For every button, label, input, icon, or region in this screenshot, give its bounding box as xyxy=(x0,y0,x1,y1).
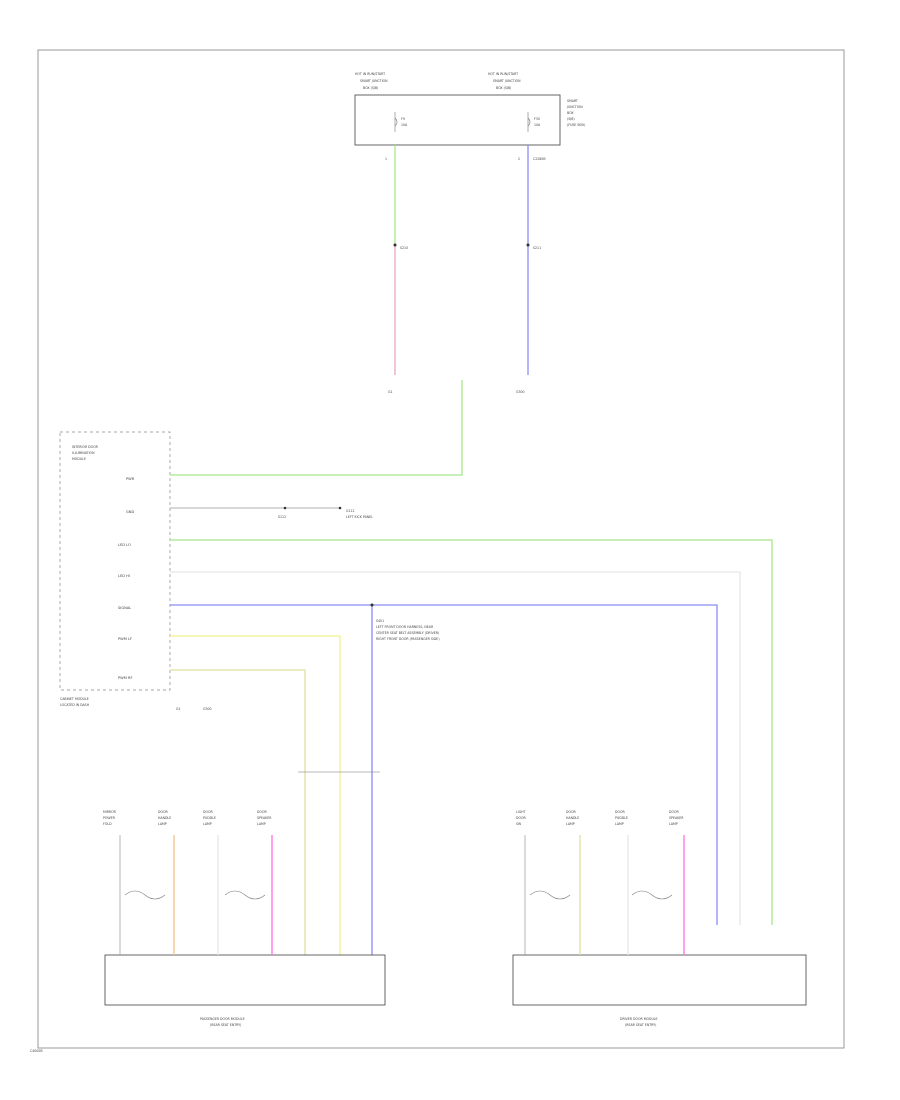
splice-note-line1: S401 xyxy=(376,619,384,623)
wire-pwm-lf-yellow xyxy=(170,635,341,955)
module-title-line2: ILLUMINATION xyxy=(72,451,95,455)
right-door-module-box xyxy=(512,954,807,1006)
fuse-label-left-line2: SMART JUNCTION xyxy=(360,79,388,83)
right-switch-1 xyxy=(529,890,571,900)
right-switch-2 xyxy=(631,890,673,900)
svg-text:1: 1 xyxy=(385,157,387,161)
wire-signal-blue xyxy=(170,604,718,925)
splice-s401 xyxy=(370,603,374,607)
fuse-side-line5: (FUSE BOX) xyxy=(567,123,585,127)
left-door-connectors: MIRROR POWER FOLD DOOR HANDLE LAMP DOOR … xyxy=(103,810,272,826)
interior-module-box xyxy=(59,431,171,691)
svg-text:F9: F9 xyxy=(401,117,405,121)
module-title-line3: MODULE xyxy=(72,457,86,461)
svg-text:S112: S112 xyxy=(278,515,286,519)
pin-signal: SIGNAL xyxy=(118,606,131,610)
splice-note-line2: LEFT FRONT DOOR HARNESS, NEAR xyxy=(376,625,434,629)
wire-gnd: S112 G112 LEFT KICK PANEL xyxy=(170,506,373,519)
fuse-side-line1: SMART xyxy=(567,99,578,103)
svg-text:FOLD: FOLD xyxy=(103,822,112,826)
wire-led-hi xyxy=(170,571,741,925)
left-switch-1 xyxy=(124,890,166,900)
svg-text:DOOR: DOOR xyxy=(158,810,168,814)
svg-text:SW: SW xyxy=(516,822,522,826)
module-footer-line1: CABINET MODULE xyxy=(60,697,89,701)
module-title-line1: INTERIOR DOOR xyxy=(72,445,99,449)
svg-text:DOOR: DOOR xyxy=(257,810,267,814)
svg-text:DOOR: DOOR xyxy=(669,810,679,814)
bottom-tag-g300: G300 xyxy=(203,707,212,711)
pin-led-lo: LED LO xyxy=(118,543,131,547)
svg-text:HANDLE: HANDLE xyxy=(158,816,171,820)
svg-text:C2280B: C2280B xyxy=(533,157,546,161)
bottom-tag-g1: G1 xyxy=(176,707,181,711)
svg-text:DOOR: DOOR xyxy=(566,810,576,814)
right-door-connectors: LIGHT DOOR SW DOOR HANDLE LAMP DOOR PUDD… xyxy=(516,810,684,826)
svg-text:LIGHT: LIGHT xyxy=(516,810,526,814)
fuse-label-left-line3: BOX (SJB) xyxy=(363,86,378,90)
wire-pwm-rf-olive xyxy=(170,669,306,955)
pin-pwm-lf: PWM LF xyxy=(118,637,132,641)
svg-text:DOOR: DOOR xyxy=(516,816,526,820)
svg-text:LEFT KICK PANEL: LEFT KICK PANEL xyxy=(346,515,373,519)
svg-text:LAMP: LAMP xyxy=(158,822,167,826)
footer-code: C4000B xyxy=(30,1049,43,1053)
fuse-side-line2: JUNCTION xyxy=(566,105,583,109)
diagram-border xyxy=(37,49,845,1049)
splice-note-line3: CENTER SEAT BELT ASSEMBLY (DRIVER) xyxy=(376,631,439,635)
fuse-label-left-line1: HOT IN RUN/START xyxy=(355,72,385,76)
svg-text:POWER: POWER xyxy=(103,816,116,820)
svg-text:F30: F30 xyxy=(534,117,540,121)
left-door-title-line2: (REAR SEAT ENTRY) xyxy=(210,1023,241,1027)
svg-text:SPEAKER: SPEAKER xyxy=(257,816,272,820)
svg-text:DOOR: DOOR xyxy=(615,810,625,814)
svg-text:10A: 10A xyxy=(401,123,408,127)
left-switch-2 xyxy=(224,890,266,900)
wire-left-upper: 1 S210 G1 xyxy=(385,145,408,394)
svg-text:LAMP: LAMP xyxy=(257,822,266,826)
right-door-title-line2: (REAR SEAT ENTRY) xyxy=(625,1023,656,1027)
fuse-f9: F9 10A xyxy=(394,112,408,132)
svg-text:SPEAKER: SPEAKER xyxy=(669,816,684,820)
wire-led-lo-green xyxy=(170,539,773,925)
left-door-title-line1: PASSENGER DOOR MODULE xyxy=(200,1017,245,1021)
fuse-side-line3: BOX xyxy=(567,111,574,115)
svg-text:DOOR: DOOR xyxy=(203,810,213,814)
svg-text:LAMP: LAMP xyxy=(566,822,575,826)
svg-text:HANDLE: HANDLE xyxy=(566,816,579,820)
svg-text:10A: 10A xyxy=(534,123,541,127)
svg-text:MIRROR: MIRROR xyxy=(103,810,117,814)
svg-text:LAMP: LAMP xyxy=(203,822,212,826)
wire-right-upper: 2 C2280B S211 G300 xyxy=(516,145,546,394)
fuse-label-right-line3: BOX (SJB) xyxy=(496,86,511,90)
svg-text:LAMP: LAMP xyxy=(615,822,624,826)
left-door-module-box xyxy=(104,954,386,1006)
fuse-f30: F30 10A xyxy=(527,112,541,132)
wire-pwr-green xyxy=(170,380,463,476)
module-footer-line2: LOCATED IN DASH xyxy=(60,703,90,707)
fuse-label-right-line2: SMART JUNCTION xyxy=(493,79,521,83)
svg-text:2: 2 xyxy=(518,157,520,161)
svg-text:G1: G1 xyxy=(388,390,393,394)
svg-text:PUDDLE: PUDDLE xyxy=(203,816,216,820)
svg-text:PUDDLE: PUDDLE xyxy=(615,816,628,820)
pin-gnd: GND xyxy=(126,510,134,514)
splice-note-line4: RIGHT FRONT DOOR (PASSENGER SIDE) xyxy=(376,637,440,641)
fuse-side-line4: (SJB) xyxy=(567,117,575,121)
svg-text:S211: S211 xyxy=(533,246,541,250)
pin-pwr: PWR xyxy=(126,477,135,481)
svg-text:G300: G300 xyxy=(516,390,525,394)
right-door-title-line1: DRIVER DOOR MODULE xyxy=(620,1017,658,1021)
pin-led-hi: LED HI xyxy=(118,574,130,578)
svg-text:G112: G112 xyxy=(346,509,355,513)
fuse-label-right-line1: HOT IN RUN/START xyxy=(488,72,518,76)
fuse-box xyxy=(354,94,561,146)
svg-text:LAMP: LAMP xyxy=(669,822,678,826)
pin-pwm-rf: PWM RF xyxy=(118,676,133,680)
svg-text:S210: S210 xyxy=(400,246,408,250)
